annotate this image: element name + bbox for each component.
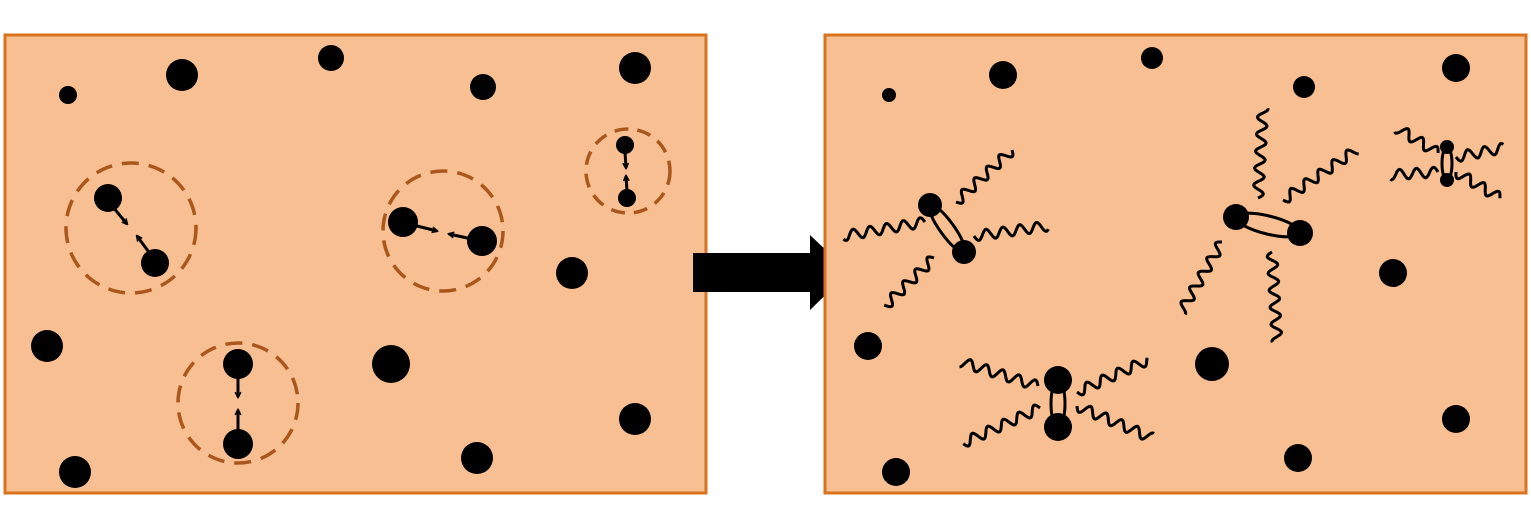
panel-after: [823, 33, 1528, 495]
emission-wave-icon: [1282, 148, 1359, 204]
approaching-pair: [176, 341, 300, 465]
particle: [1440, 140, 1454, 154]
collision-zone-icon: [381, 169, 505, 293]
particle: [882, 88, 896, 102]
panel-after-background: [823, 33, 1528, 495]
emission-wave-icon: [842, 216, 927, 242]
particle: [1044, 413, 1072, 441]
particle: [1379, 259, 1407, 287]
approach-arrow: [137, 236, 153, 256]
approach-arrow: [625, 151, 626, 168]
particle: [470, 74, 496, 100]
particle: [616, 136, 634, 154]
bound-pair: [1179, 107, 1359, 343]
collision-zone-icon: [176, 341, 300, 465]
particle: [1223, 204, 1249, 230]
particle: [952, 240, 976, 264]
collision-zone-icon: [584, 127, 672, 215]
particle: [989, 61, 1017, 89]
particle: [619, 52, 651, 84]
particle: [1195, 347, 1229, 381]
particle: [619, 403, 651, 435]
emission-wave-icon: [1454, 142, 1505, 163]
emission-wave-icon: [1393, 127, 1440, 154]
approaching-pair: [381, 169, 505, 293]
emission-wave-icon: [1389, 165, 1440, 182]
emission-wave-icon: [1075, 404, 1155, 441]
approaching-pair: [584, 127, 672, 215]
particle: [467, 226, 497, 256]
collision-zone-icon: [64, 161, 198, 295]
particle: [31, 330, 63, 362]
particle: [618, 189, 636, 207]
particle: [556, 257, 588, 289]
emission-wave-icon: [962, 403, 1041, 448]
particle: [59, 86, 77, 104]
particle: [882, 458, 910, 486]
emission-wave-icon: [1454, 172, 1502, 199]
particle: [223, 429, 253, 459]
emission-wave-icon: [1265, 250, 1284, 343]
particle: [388, 207, 418, 237]
particle: [1141, 47, 1163, 69]
particle: [141, 249, 169, 277]
approach-arrow: [412, 223, 437, 231]
approach-arrow: [626, 176, 627, 192]
free-particles-before: [31, 45, 651, 488]
particle: [1044, 366, 1072, 394]
emission-wave-icon: [972, 220, 1050, 242]
panel-before: [3, 33, 708, 495]
emission-wave-icon: [959, 358, 1040, 389]
bound-pair: [842, 149, 1050, 309]
emission-wave-icon: [1076, 357, 1149, 397]
approach-arrow: [449, 234, 473, 241]
particle: [1440, 173, 1454, 187]
approach-arrow: [111, 206, 127, 224]
particle: [918, 193, 942, 217]
emission-wave-icon: [883, 255, 935, 309]
emission-wave-icon: [1179, 240, 1222, 316]
panel-before-background: [3, 33, 708, 495]
particle: [1287, 220, 1313, 246]
particle: [1284, 444, 1312, 472]
particle: [94, 184, 122, 212]
bound-pair: [1389, 127, 1505, 199]
transition-arrow-icon: [693, 235, 849, 310]
particle: [854, 332, 882, 360]
emission-wave-icon: [955, 149, 1015, 205]
particle: [318, 45, 344, 71]
particle: [59, 456, 91, 488]
particle: [1442, 405, 1470, 433]
particle: [223, 349, 253, 379]
particle: [461, 442, 493, 474]
approaching-pair: [64, 161, 198, 295]
particle: [1442, 54, 1470, 82]
particle: [1293, 76, 1315, 98]
emission-wave-icon: [1252, 107, 1270, 200]
particle: [166, 59, 198, 91]
free-particles-after: [854, 47, 1470, 486]
particle: [372, 345, 410, 383]
bound-pair: [959, 357, 1155, 448]
bound-pairs: [842, 107, 1505, 448]
